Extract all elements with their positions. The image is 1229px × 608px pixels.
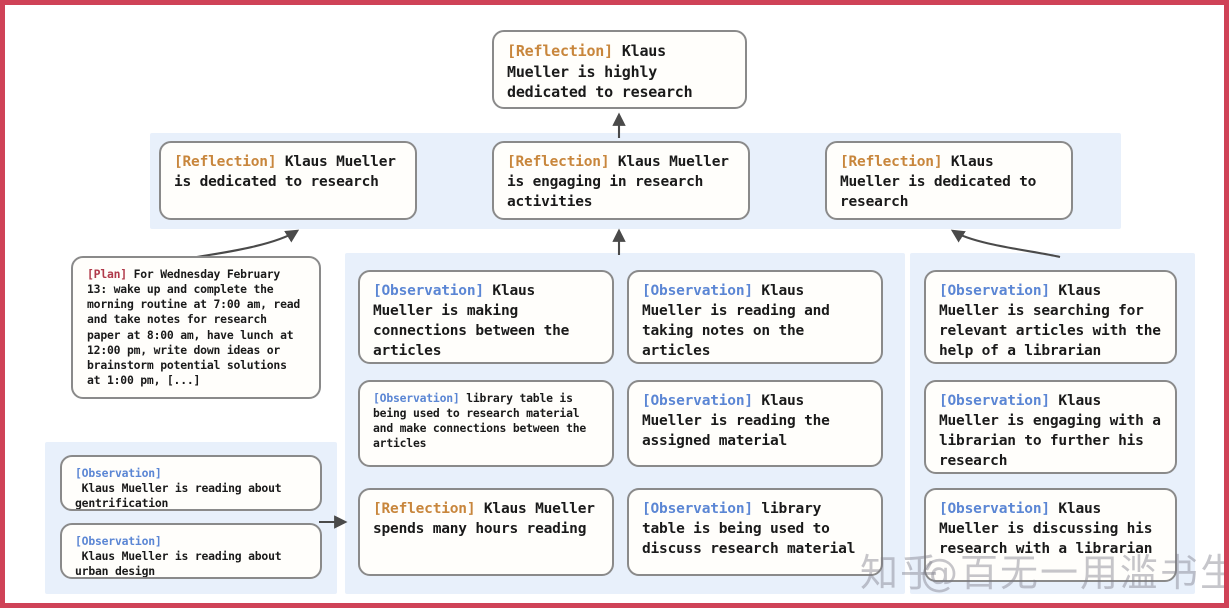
node-right-3[interactable]: [Observation] Klaus Mueller is discussin… — [924, 488, 1177, 582]
tag-observation: [Observation] — [75, 466, 162, 480]
node-middle-a-2[interactable]: [Observation] library table is being use… — [358, 380, 614, 467]
node-root-text: Klaus Mueller is highly dedicated to res… — [507, 42, 693, 102]
node-left-observation-2[interactable]: [Observation] Klaus Mueller is reading a… — [60, 523, 322, 579]
node-middle-b-text-2: Klaus Mueller is reading the assigned ma… — [642, 393, 839, 449]
tag-observation: [Observation] — [75, 534, 162, 548]
node-right-text-2: Klaus Mueller is engaging with a librari… — [939, 393, 1170, 469]
node-plan[interactable]: [Plan] For Wednesday February 13: wake u… — [71, 256, 321, 399]
tag-reflection: [Reflection] — [507, 154, 610, 170]
tag-observation: [Observation] — [642, 501, 753, 517]
tag-reflection: [Reflection] — [174, 154, 277, 170]
tag-observation: [Observation] — [939, 501, 1050, 517]
node-level2-text-2: Klaus Mueller is engaging in research ac… — [507, 154, 738, 210]
node-left-observation-1[interactable]: [Observation] Klaus Mueller is reading a… — [60, 455, 322, 511]
node-root-reflection[interactable]: [Reflection] Klaus Mueller is highly ded… — [492, 30, 747, 109]
tag-reflection: [Reflection] — [507, 42, 613, 60]
node-level2-text-1: Klaus Mueller is dedicated to research — [174, 154, 405, 190]
tag-reflection: [Reflection] — [373, 501, 476, 517]
node-right-text-3: Klaus Mueller is discussing his research… — [939, 501, 1161, 557]
node-middle-a-1[interactable]: [Observation] Klaus Mueller is making co… — [358, 270, 614, 364]
tag-observation: [Observation] — [642, 283, 753, 299]
node-middle-b-text-1: Klaus Mueller is reading and taking note… — [642, 283, 839, 359]
node-middle-a-text-2: library table is being used to research … — [373, 391, 593, 451]
tag-reflection: [Reflection] — [840, 154, 943, 170]
node-right-1[interactable]: [Observation] Klaus Mueller is searching… — [924, 270, 1177, 364]
tag-observation: [Observation] — [373, 283, 484, 299]
node-left-observation-text-2: Klaus Mueller is reading about urban des… — [75, 549, 289, 579]
node-middle-a-3[interactable]: [Reflection] Klaus Mueller spends many h… — [358, 488, 614, 576]
node-middle-b-2[interactable]: [Observation] Klaus Mueller is reading t… — [627, 380, 883, 467]
node-level2-reflection-1[interactable]: [Reflection] Klaus Mueller is dedicated … — [159, 141, 417, 220]
node-right-2[interactable]: [Observation] Klaus Mueller is engaging … — [924, 380, 1177, 474]
node-level2-reflection-3[interactable]: [Reflection] Klaus Mueller is dedicated … — [825, 141, 1073, 220]
node-middle-b-text-3: library table is being used to discuss r… — [642, 501, 856, 557]
tag-plan: [Plan] — [87, 267, 127, 281]
node-left-observation-text-1: Klaus Mueller is reading about gentrific… — [75, 481, 289, 511]
tag-observation: [Observation] — [373, 391, 460, 405]
node-level2-reflection-2[interactable]: [Reflection] Klaus Mueller is engaging i… — [492, 141, 750, 220]
tag-observation: [Observation] — [642, 393, 753, 409]
node-middle-a-text-1: Klaus Mueller is making connections betw… — [373, 283, 578, 359]
node-middle-b-3[interactable]: [Observation] library table is being use… — [627, 488, 883, 576]
node-middle-b-1[interactable]: [Observation] Klaus Mueller is reading a… — [627, 270, 883, 364]
tag-observation: [Observation] — [939, 393, 1050, 409]
tag-observation: [Observation] — [939, 283, 1050, 299]
node-right-text-1: Klaus Mueller is searching for relevant … — [939, 283, 1170, 359]
node-plan-text: For Wednesday February 13: wake up and c… — [87, 267, 307, 388]
node-level2-text-3: Klaus Mueller is dedicated to research — [840, 154, 1045, 210]
node-middle-a-text-3: Klaus Mueller spends many hours reading — [373, 501, 604, 537]
